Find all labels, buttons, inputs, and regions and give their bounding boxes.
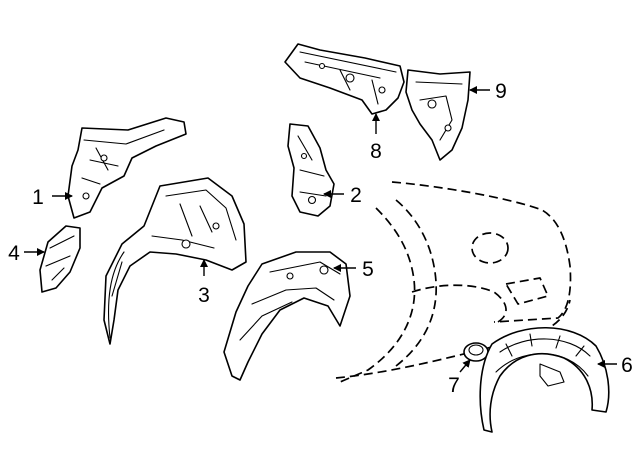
part-9-bracket bbox=[405, 69, 471, 161]
leader-lines bbox=[24, 86, 617, 373]
leader-7 bbox=[459, 359, 471, 373]
part-1-upper-rail bbox=[67, 117, 187, 219]
callout-4: 4 bbox=[8, 242, 20, 265]
part-6-wheel-liner bbox=[479, 326, 610, 433]
callout-8: 8 bbox=[370, 140, 382, 163]
part-3-inner-wheelhouse bbox=[103, 177, 247, 345]
part-7-grommet bbox=[463, 342, 489, 362]
part-5-outer-wheelhouse bbox=[223, 251, 351, 381]
part-8-reinforcement bbox=[284, 43, 405, 115]
callout-7: 7 bbox=[448, 374, 460, 397]
callout-5: 5 bbox=[362, 258, 374, 281]
callout-3: 3 bbox=[198, 284, 210, 307]
callout-labels: 1 2 3 4 5 6 7 8 9 bbox=[8, 80, 633, 397]
callout-1: 1 bbox=[32, 186, 44, 209]
callout-9: 9 bbox=[495, 80, 507, 103]
callout-6: 6 bbox=[621, 354, 633, 377]
part-4-small-bracket bbox=[39, 225, 81, 293]
callout-2: 2 bbox=[350, 184, 362, 207]
part-2-pillar bbox=[287, 123, 335, 217]
